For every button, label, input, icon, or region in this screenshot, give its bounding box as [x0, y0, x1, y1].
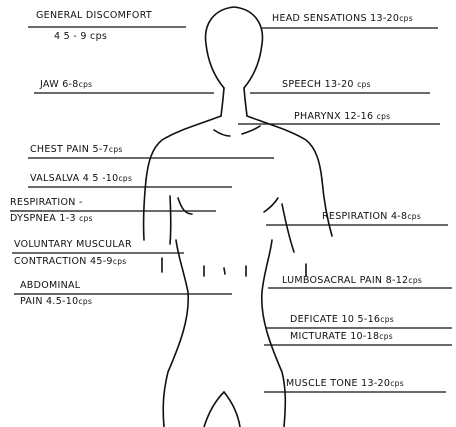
leg-right-inner	[224, 392, 240, 427]
pharynx-label: PHARYNX 12-16 cps	[294, 111, 390, 122]
arm-right-inner	[282, 204, 294, 252]
neck-right	[244, 88, 247, 116]
torso-left	[163, 240, 188, 427]
micturate-label: MICTURATE 10-18cps	[290, 331, 393, 342]
arm-right-outer	[322, 180, 332, 236]
voluntary-muscular-line1: VOLUNTARY MUSCULAR	[14, 239, 132, 250]
clavicle-right	[242, 126, 260, 134]
abdominal-pain-line2: PAIN 4.5-10cps	[20, 296, 92, 307]
head-outline	[206, 7, 263, 88]
respiration-dyspnea-line2: DYSPNEA 1-3 cps	[10, 213, 93, 224]
torso-right	[262, 240, 286, 427]
chest-pain-label: CHEST PAIN 5-7cps	[30, 144, 123, 155]
neck-left	[221, 88, 224, 116]
leg-left-inner	[204, 392, 224, 427]
muscle-tone-label: MUSCLE TONE 13-20cps	[286, 378, 404, 389]
general-discomfort-title: GENERAL DISCOMFORT	[36, 10, 152, 21]
valsalva-label: VALSALVA 4 5 -10cps	[30, 173, 132, 184]
speech-label: SPEECH 13-20 cps	[282, 79, 371, 90]
pectoral-left	[178, 198, 192, 214]
navel	[224, 268, 225, 274]
pectoral-right	[264, 198, 278, 212]
lumbosacral-pain-label: LUMBOSACRAL PAIN 8-12cps	[282, 275, 422, 286]
shoulder-right	[247, 116, 322, 180]
shoulder-left	[146, 116, 221, 180]
defecate-label: DEFICATE 10 5-16cps	[290, 314, 394, 325]
abdominal-pain-line1: ABDOMINAL	[20, 280, 80, 291]
jaw-label: JAW 6-8cps	[40, 79, 92, 90]
general-discomfort-value: 4 5 - 9 cps	[54, 31, 107, 42]
arm-left-inner	[170, 196, 171, 244]
clavicle-left	[214, 130, 230, 136]
voluntary-muscular-line2: CONTRACTION 45-9cps	[14, 256, 126, 267]
respiration-label: RESPIRATION 4-8cps	[322, 211, 421, 222]
arm-left-outer	[144, 180, 146, 240]
head-sensations-label: HEAD SENSATIONS 13-20cps	[272, 13, 413, 24]
respiration-dyspnea-line1: RESPIRATION -	[10, 197, 83, 208]
